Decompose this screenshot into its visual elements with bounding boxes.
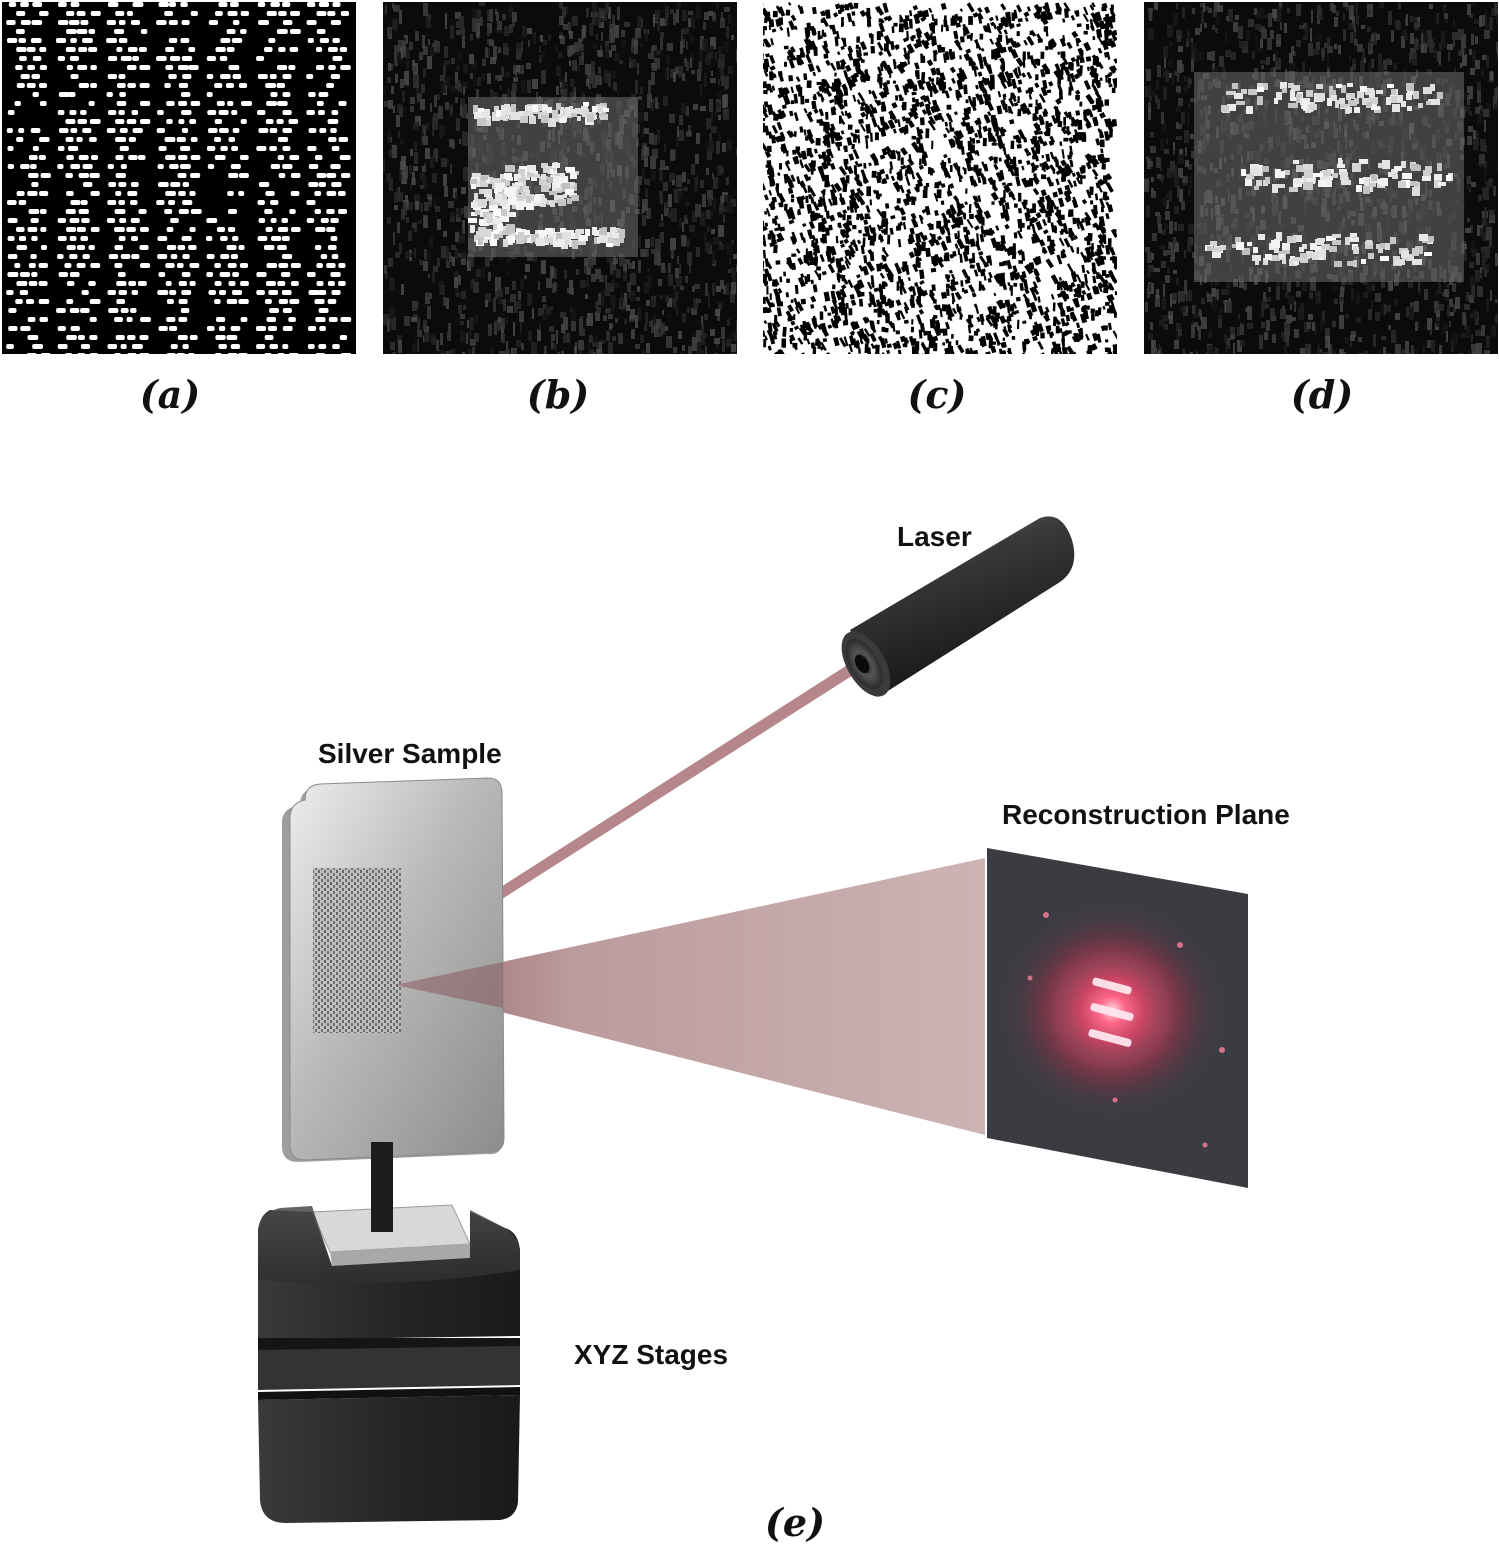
xyz-stages	[258, 1150, 520, 1523]
panel-b-reconstruction	[383, 2, 737, 354]
hologram-pattern-a	[2, 2, 356, 354]
reconstruction-image-d	[1144, 2, 1498, 354]
caption-d: (d)	[1262, 372, 1382, 417]
caption-c: (c)	[877, 372, 997, 417]
caption-b: (b)	[498, 372, 618, 417]
silver-sample-label: Silver Sample	[318, 738, 502, 769]
panel-a-binary-hologram	[2, 2, 356, 354]
laser-label: Laser	[897, 521, 972, 552]
experimental-setup-diagram: Laser Silver Sample Reconstruction Plane…	[0, 440, 1499, 1548]
xyz-stages-label: XYZ Stages	[574, 1339, 728, 1370]
caption-a: (a)	[110, 372, 230, 417]
caption-e: (e)	[765, 1500, 825, 1545]
hologram-patch	[313, 868, 401, 1033]
hologram-pattern-c	[763, 2, 1117, 354]
reconstruction-plane	[987, 848, 1248, 1188]
reconstruction-plane-label: Reconstruction Plane	[1002, 799, 1290, 830]
panel-c-binary-hologram	[763, 2, 1117, 354]
panel-d-reconstruction	[1144, 2, 1498, 354]
reconstruction-image-b	[383, 2, 737, 354]
